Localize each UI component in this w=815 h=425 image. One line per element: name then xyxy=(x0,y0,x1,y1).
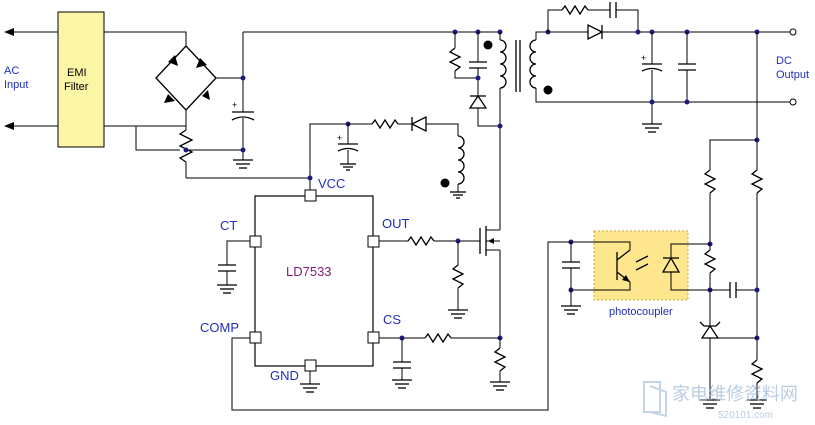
ground-symbol xyxy=(233,159,253,169)
pin-out-label: OUT xyxy=(382,216,410,231)
watermark-logo-icon xyxy=(643,381,667,418)
output-diode xyxy=(587,23,604,41)
bridge-rectifier xyxy=(155,45,243,111)
photocoupler-label: photocoupler xyxy=(609,306,673,318)
ac-input-lines xyxy=(4,28,58,130)
gate-resistor xyxy=(407,235,435,247)
primary-winding xyxy=(499,39,507,89)
photo-transistor xyxy=(616,249,649,283)
svg-text:+: + xyxy=(641,53,646,63)
pin-ct-label: CT xyxy=(220,218,237,233)
output-cap-1: + xyxy=(641,53,663,72)
dc-output-label-2: Output xyxy=(776,69,809,81)
vcc-diode xyxy=(410,115,427,133)
mosfet xyxy=(479,226,500,256)
startup-resistor xyxy=(178,129,194,163)
vcc-capacitor: + xyxy=(337,133,359,152)
pin-vcc-label: VCC xyxy=(318,176,345,191)
watermark-text: 家电维修资料网 xyxy=(672,384,798,405)
ac-input-label-1: AC xyxy=(4,65,19,77)
aux-winding xyxy=(457,135,465,185)
pin-gnd-label: GND xyxy=(270,368,299,383)
snubber-resistor xyxy=(448,47,462,72)
pin-comp-label: COMP xyxy=(200,320,239,335)
ac-input-label-2: Input xyxy=(4,79,28,91)
emi-label-1: EMI xyxy=(67,67,87,79)
dc-output-label-1: DC xyxy=(776,55,792,67)
snubber-diode xyxy=(468,94,488,109)
secondary-winding xyxy=(529,39,537,89)
ic-ld7533 xyxy=(254,195,374,367)
emi-label-2: Filter xyxy=(64,81,89,93)
emi-filter-box xyxy=(57,11,105,148)
bulk-capacitor: + xyxy=(231,100,255,121)
sec-snubber-resistor xyxy=(561,4,589,16)
pin-cs-label: CS xyxy=(383,312,401,327)
svg-text:+: + xyxy=(232,100,237,110)
ic-name-label: LD7533 xyxy=(286,264,332,279)
svg-text:+: + xyxy=(337,133,342,143)
vcc-resistor xyxy=(371,118,399,130)
watermark-url: 520101.com xyxy=(718,410,773,421)
